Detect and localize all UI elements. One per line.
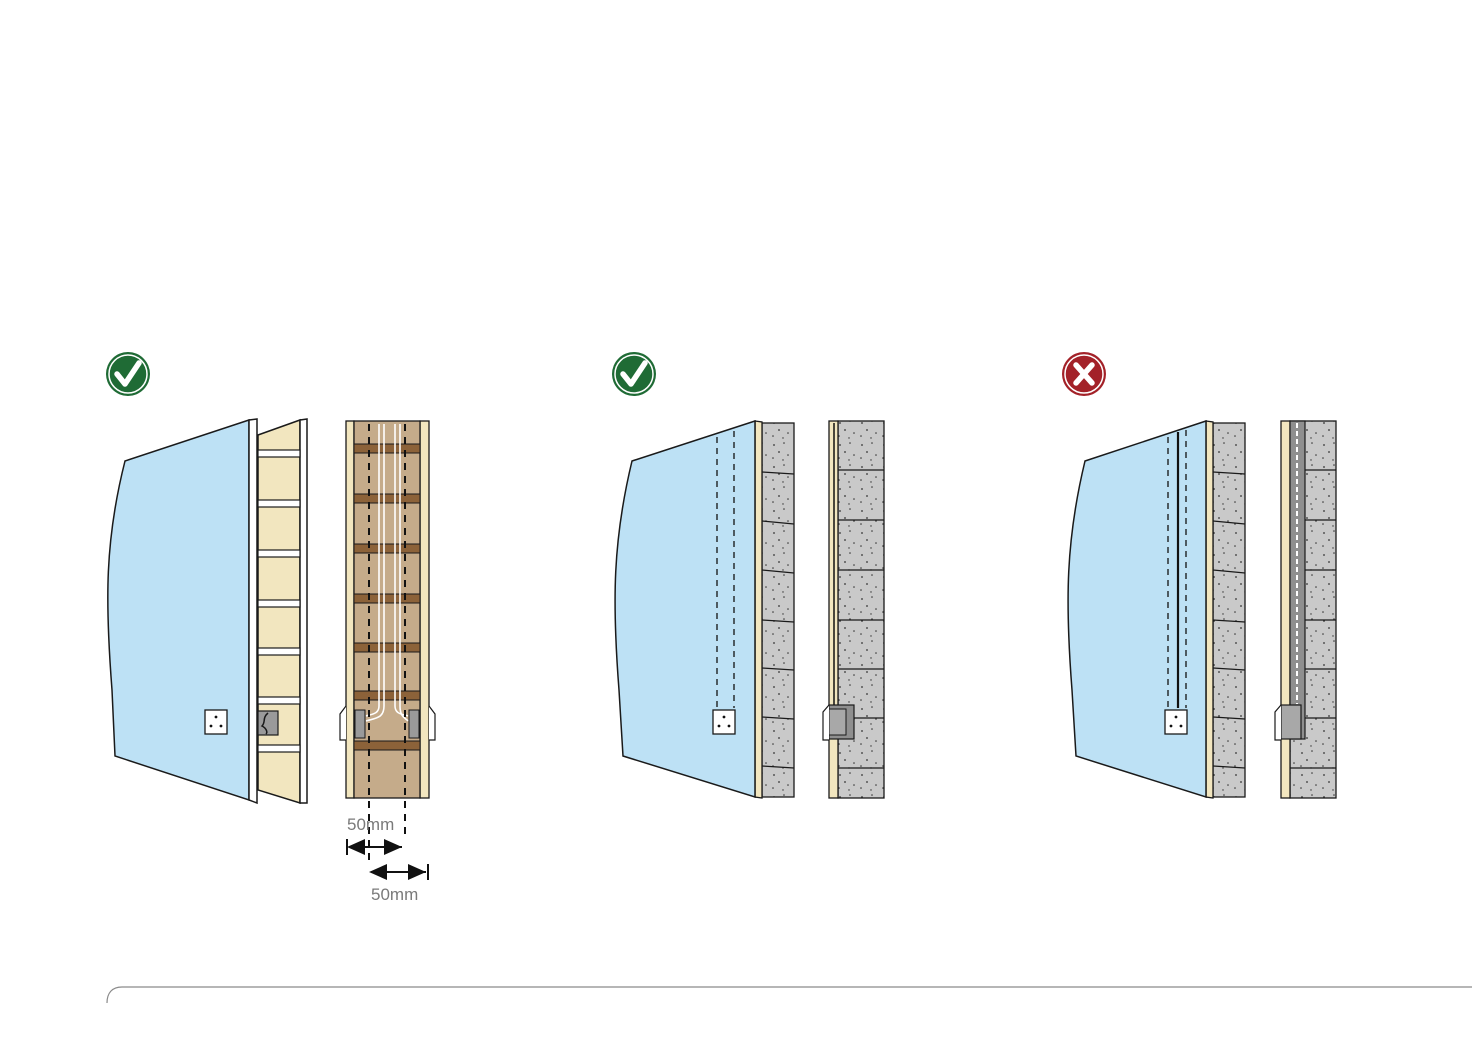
socket-outlet [1164,709,1188,735]
cable-route [1167,430,1187,708]
socket-outlet [204,709,228,735]
block-wall-elevation [754,420,795,799]
socket-outlet [712,709,736,735]
block-wall-section [822,420,885,799]
cross-icon [1073,362,1095,386]
plasterboard-sheet [107,418,258,805]
dimension-label-upper: 50mm [347,815,394,834]
panel-masonry-correct [612,352,885,799]
check-icon [114,360,142,387]
back-boxes [339,705,436,741]
hidden-cable-route [716,431,735,708]
panel-masonry-incorrect [1062,352,1337,799]
check-icon [620,360,648,387]
plasterboard-sheet [614,419,756,799]
footer-divider [106,986,1472,1004]
status-badge-ok-1 [106,352,150,396]
status-badge-bad [1062,352,1106,396]
timber-stud-frame [257,418,308,805]
dimension-label-lower: 50mm [371,885,418,904]
dimension-lower: 50mm [369,864,429,904]
dimension-upper: 50mm [346,815,402,855]
panel-stud-wall: 50mm 50mm [106,352,436,904]
stud-wall-section [339,420,436,866]
status-badge-ok-2 [612,352,656,396]
plasterboard-sheet [1067,419,1207,799]
block-wall-elevation [1205,420,1246,799]
block-wall-section [1274,420,1337,799]
